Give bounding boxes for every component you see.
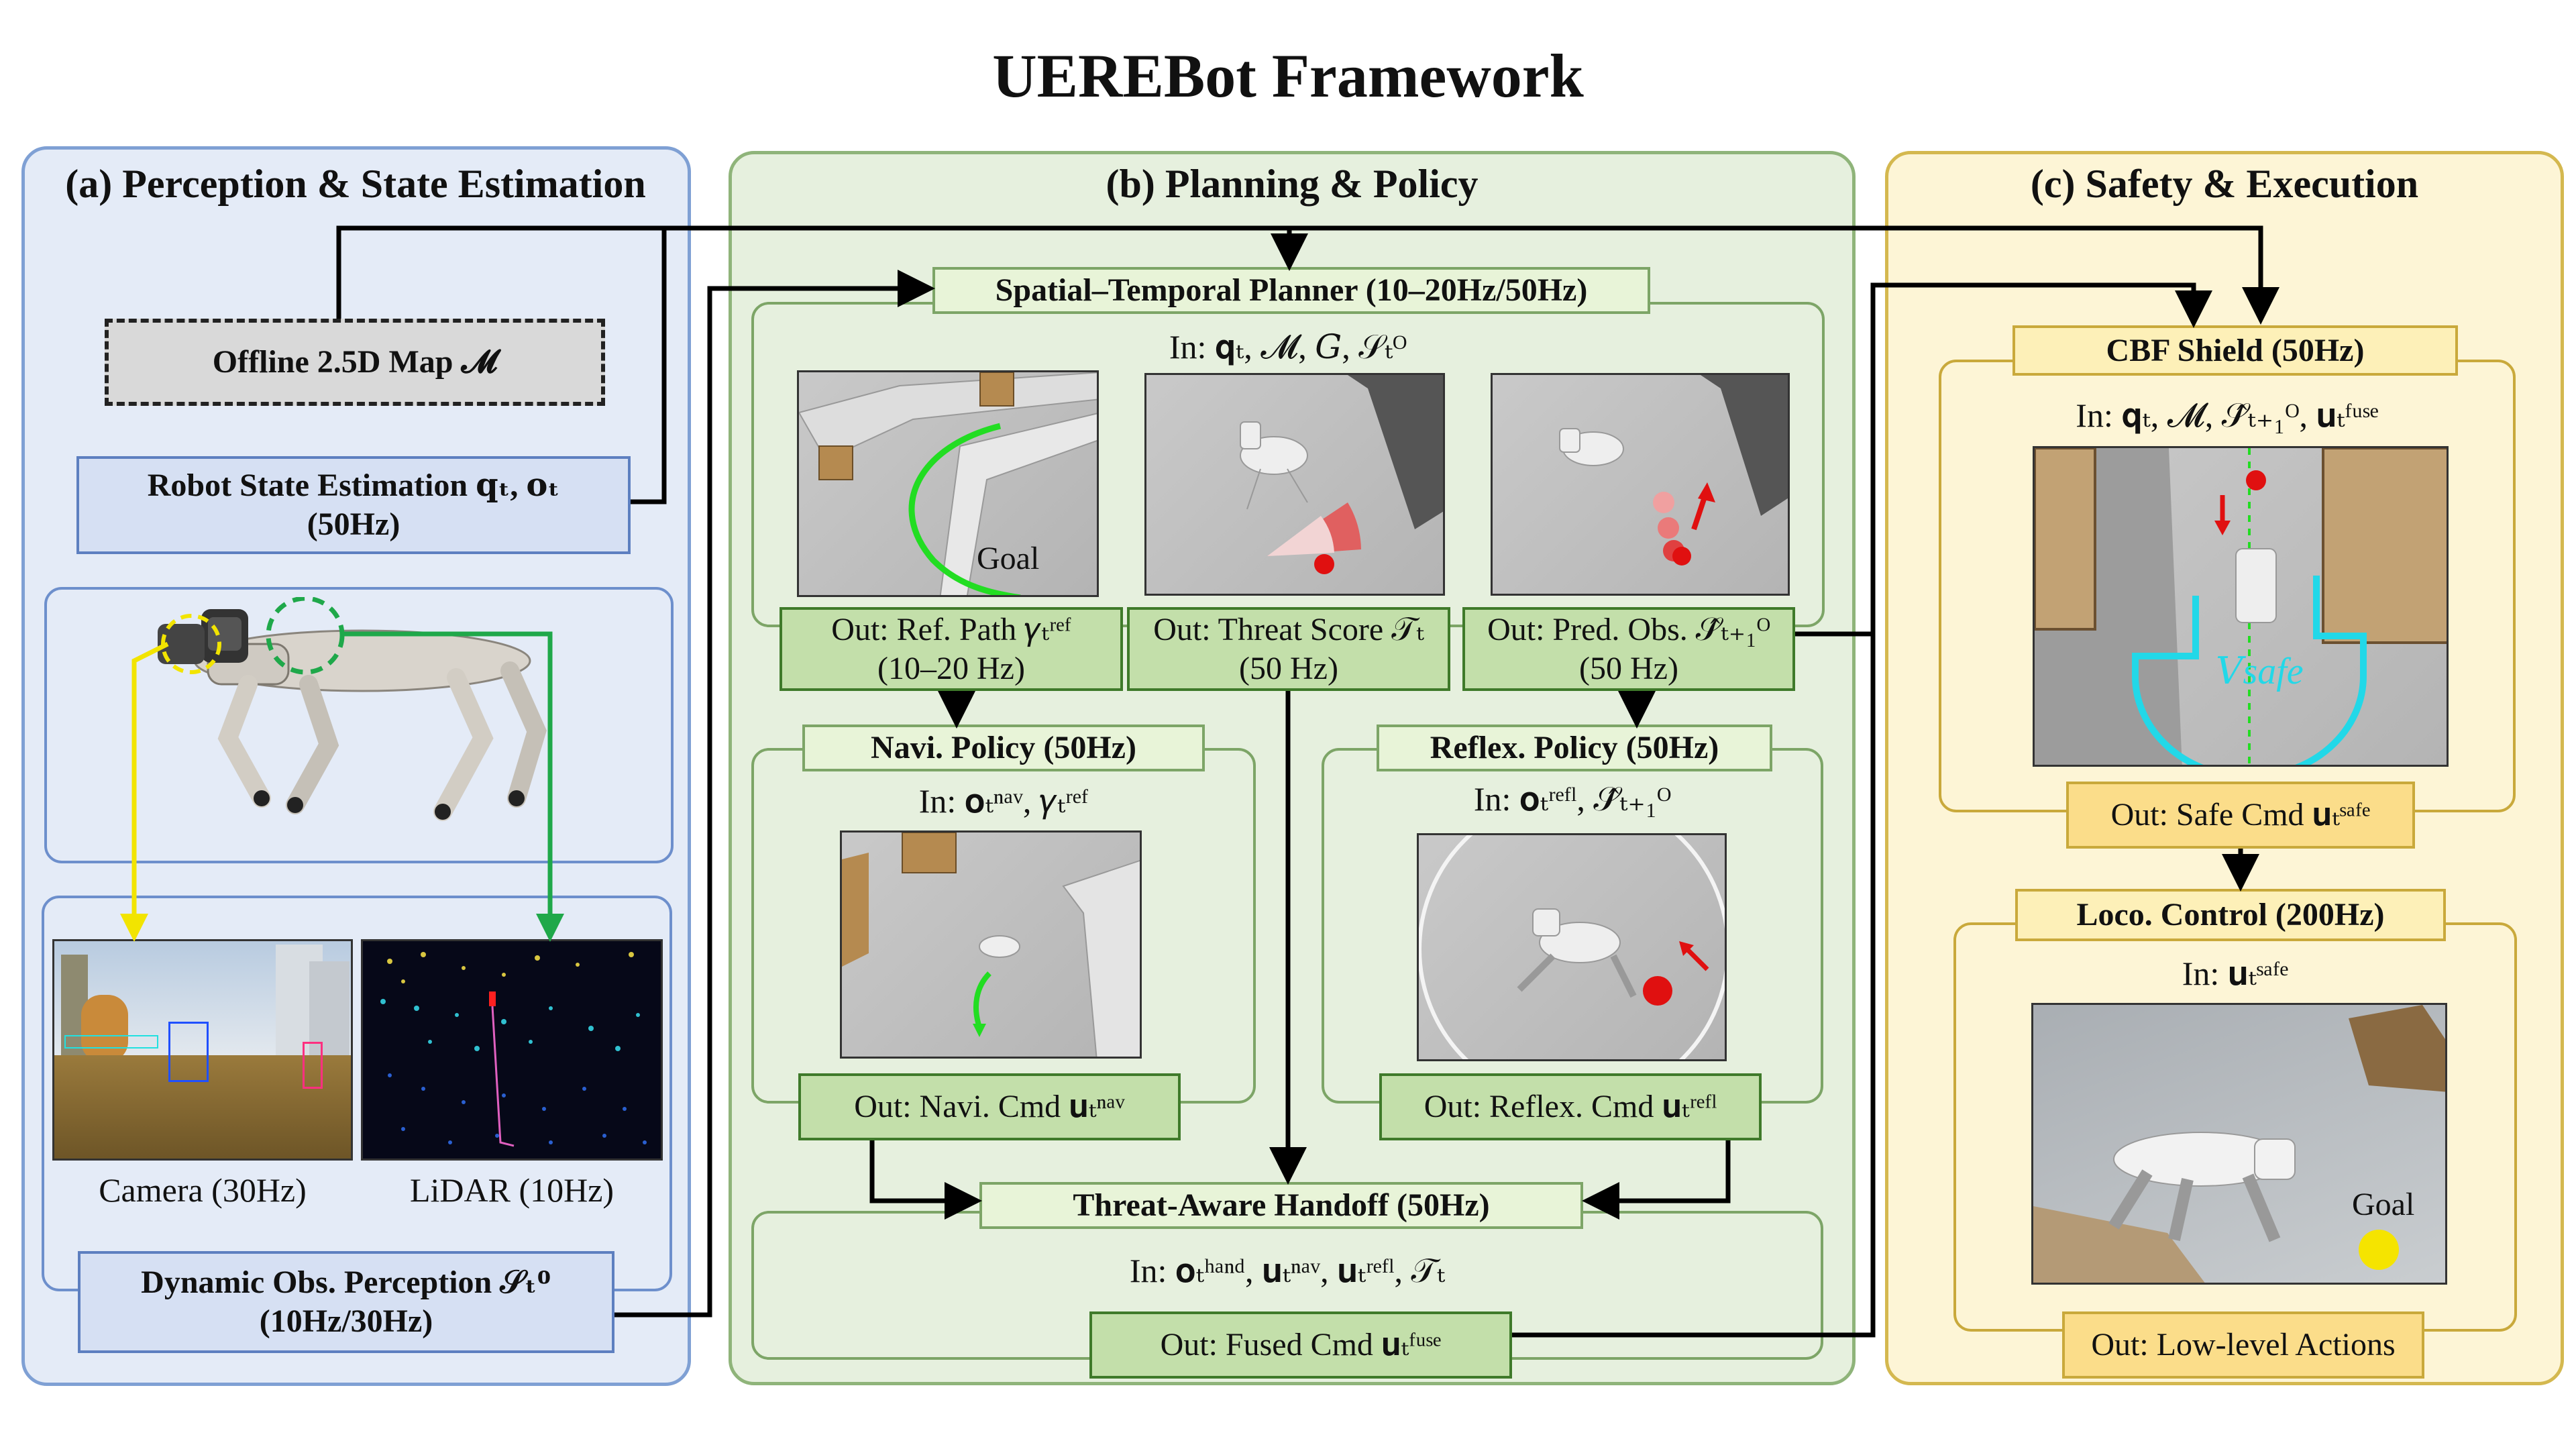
navi-out-box: Out: Navi. Cmd 𝐮ₜⁿᵃᵛ bbox=[798, 1073, 1181, 1140]
out-ref-line2: (10–20 Hz) bbox=[877, 650, 1025, 686]
diagram-title: UEREBot Framework bbox=[992, 42, 1584, 110]
robot-state-line2: (50Hz) bbox=[307, 506, 400, 542]
pred-obs-image bbox=[1491, 373, 1790, 596]
reflex-out-box: Out: Reflex. Cmd 𝐮ₜʳᵉᶠˡ bbox=[1379, 1073, 1762, 1140]
dynamic-obs-line1: Dynamic Obs. Perception 𝒮ₜᴼ bbox=[141, 1265, 551, 1301]
navi-image bbox=[840, 830, 1142, 1059]
loco-image: Goal bbox=[2031, 1003, 2447, 1285]
vsafe-label: 𝑉safe bbox=[2216, 651, 2304, 692]
robot-dog-illustration bbox=[158, 597, 547, 821]
loco-out-box: Out: Low-level Actions bbox=[2062, 1311, 2424, 1379]
out-ref-line1: Out: Ref. Path 𝛾ₜʳᵉᶠ bbox=[831, 611, 1071, 647]
ref-path-image: Goal bbox=[797, 370, 1099, 597]
panel-a-title: (a) Perception & State Estimation bbox=[65, 162, 646, 206]
navi-inputs: In: 𝐨ₜⁿᵃᵛ, 𝛾ₜʳᵉᶠ bbox=[918, 782, 1089, 820]
threat-score-image bbox=[1144, 373, 1445, 596]
camera-label: Camera (30Hz) bbox=[99, 1171, 307, 1209]
cbf-out-box: Out: Safe Cmd 𝐮ₜˢᵃᶠᵉ bbox=[2066, 782, 2415, 849]
out-threat-box: Out: Threat Score 𝒯ₜ (50 Hz) bbox=[1127, 607, 1450, 691]
navi-title-box: Navi. Policy (50Hz) bbox=[802, 724, 1205, 771]
robot-state-box: Robot State Estimation 𝐪ₜ, 𝐨ₜ (50Hz) bbox=[76, 456, 631, 554]
cbf-title-box: CBF Shield (50Hz) bbox=[2012, 325, 2458, 376]
robot-state-line1: Robot State Estimation 𝐪ₜ, 𝐨ₜ bbox=[147, 468, 560, 504]
lidar-label: LiDAR (10Hz) bbox=[409, 1171, 614, 1209]
panel-c-title: (c) Safety & Execution bbox=[2030, 162, 2419, 206]
reflex-inputs: In: 𝐨ₜʳᵉᶠˡ, 𝒮̂ₜ₊₁ᴼ bbox=[1473, 780, 1672, 818]
loco-title-box: Loco. Control (200Hz) bbox=[2015, 889, 2446, 941]
planner-inputs: In: 𝐪ₜ, 𝓜, 𝐺, 𝒮ₜᴼ bbox=[1169, 328, 1407, 366]
offline-map-box: Offline 2.5D Map 𝓜 bbox=[105, 319, 605, 406]
dynamic-obs-box: Dynamic Obs. Perception 𝒮ₜᴼ (10Hz/30Hz) bbox=[78, 1251, 614, 1353]
out-pred-line1: Out: Pred. Obs. 𝒮̂ₜ₊₁ᴼ bbox=[1487, 611, 1770, 647]
reflex-image bbox=[1417, 833, 1727, 1061]
out-threat-line1: Out: Threat Score 𝒯ₜ bbox=[1153, 611, 1424, 647]
camera-image bbox=[52, 939, 353, 1161]
ref-path-goal-label: Goal bbox=[977, 541, 1040, 576]
out-pred-box: Out: Pred. Obs. 𝒮̂ₜ₊₁ᴼ (50 Hz) bbox=[1462, 607, 1795, 691]
cbf-image: 𝑉safe bbox=[2033, 446, 2449, 767]
panel-b-title: (b) Planning & Policy bbox=[1106, 162, 1479, 206]
handoff-inputs: In: 𝐨ₜʰᵃⁿᵈ, 𝐮ₜⁿᵃᵛ, 𝐮ₜʳᵉᶠˡ, 𝒯ₜ bbox=[1129, 1252, 1446, 1289]
out-ref-path-box: Out: Ref. Path 𝛾ₜʳᵉᶠ (10–20 Hz) bbox=[780, 607, 1123, 691]
out-pred-line2: (50 Hz) bbox=[1579, 650, 1678, 686]
dynamic-obs-line2: (10Hz/30Hz) bbox=[259, 1303, 433, 1339]
planner-title-box: Spatial–Temporal Planner (10–20Hz/50Hz) bbox=[932, 267, 1650, 314]
out-threat-line2: (50 Hz) bbox=[1239, 650, 1338, 686]
handoff-out-box: Out: Fused Cmd 𝐮ₜᶠᵘˢᵉ bbox=[1089, 1311, 1512, 1379]
reflex-title-box: Reflex. Policy (50Hz) bbox=[1377, 724, 1772, 771]
cbf-inputs: In: 𝐪ₜ, 𝓜, 𝒮̂ₜ₊₁ᴼ, 𝐮ₜᶠᵘˢᵉ bbox=[2076, 396, 2379, 434]
loco-inputs: In: 𝐮ₜˢᵃᶠᵉ bbox=[2182, 955, 2289, 992]
loco-goal-label: Goal bbox=[2352, 1187, 2415, 1222]
lidar-image bbox=[361, 939, 663, 1161]
